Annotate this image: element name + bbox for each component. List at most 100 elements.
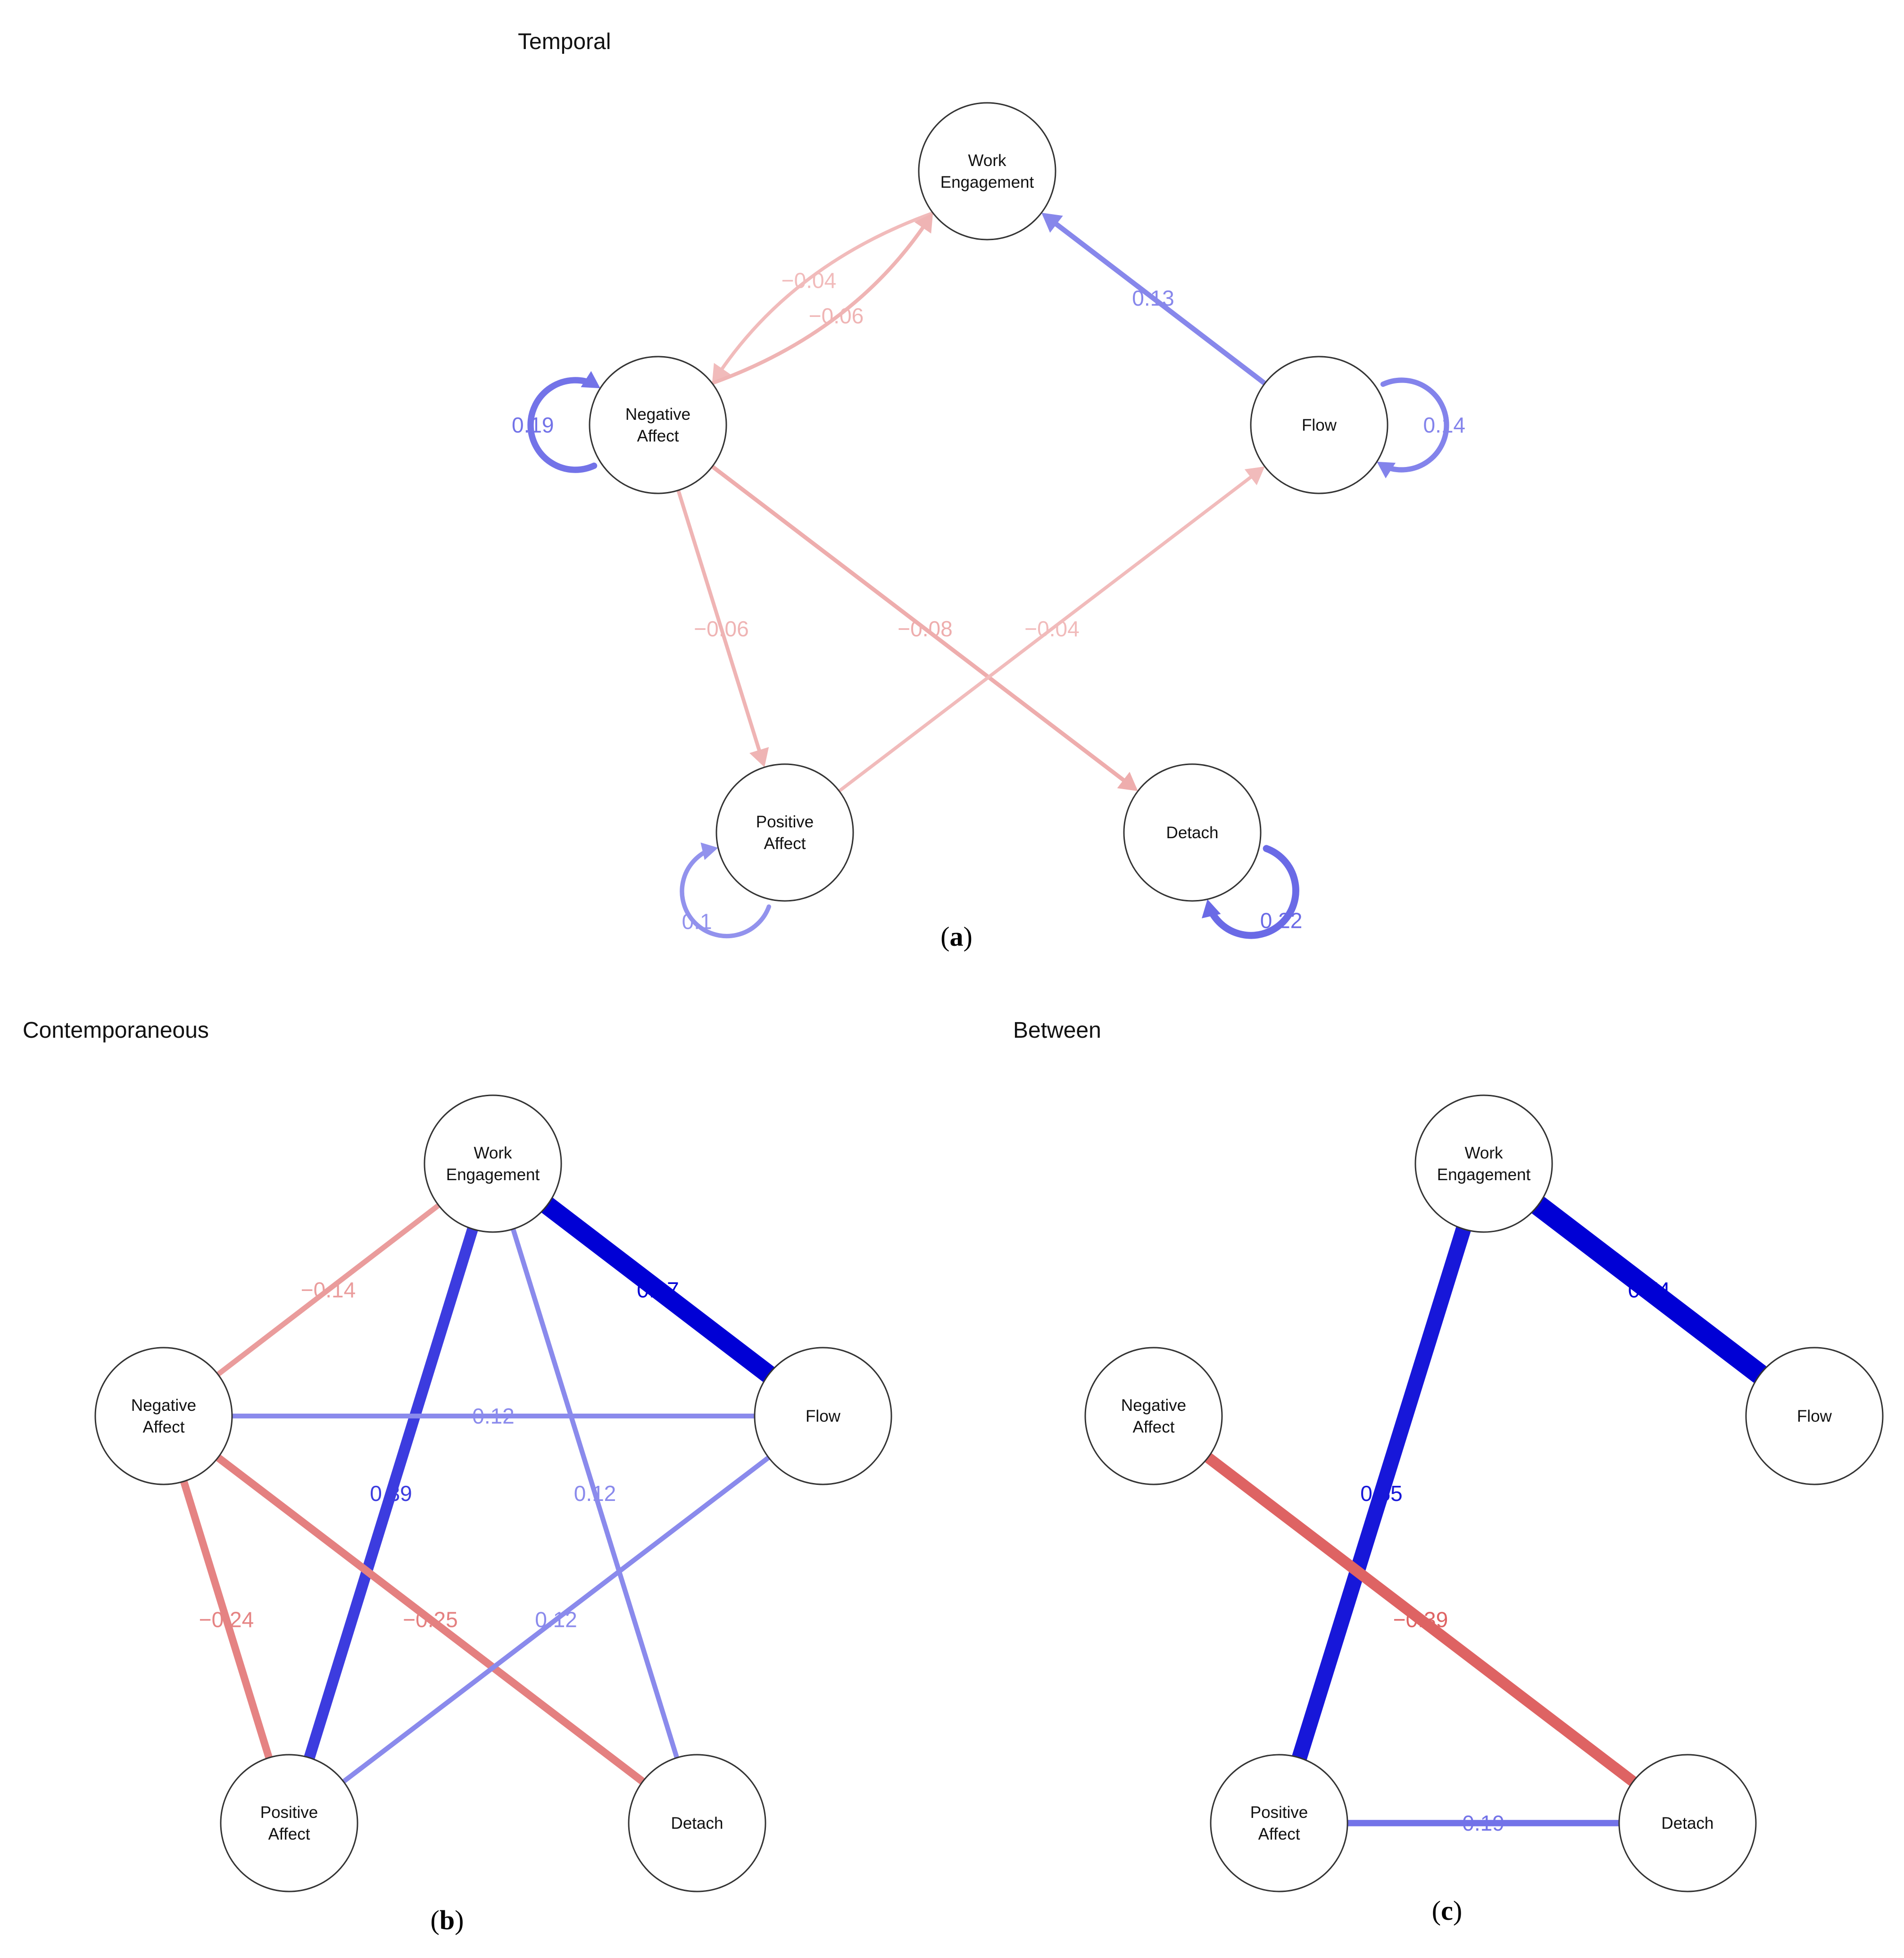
panel-c-title: Between <box>1013 1018 1101 1043</box>
edge-na-na-loop <box>527 377 598 473</box>
edge-fl-we-weight-label: 0.13 <box>1132 286 1174 310</box>
edge-we-pa-weight-label: 0.39 <box>370 1481 412 1506</box>
node-label-line: Affect <box>1258 1825 1300 1843</box>
edge-fl-fl-arrowhead <box>1377 461 1396 479</box>
node-detach: Detach <box>1123 763 1262 902</box>
edge-na-de <box>711 465 1128 784</box>
edge-fl-we-arrowhead <box>1041 213 1063 233</box>
edge-pa-pa-loop <box>680 847 771 939</box>
node-label-line: Detach <box>1662 1814 1714 1833</box>
edge-na-na-arrowhead <box>581 371 600 389</box>
edge-de-de-weight-label: 0.22 <box>1260 908 1303 933</box>
edge-na-pa-weight-label: −0.24 <box>199 1608 254 1632</box>
edge-na-na-weight-label: 0.19 <box>512 413 554 437</box>
edge-de-de-arrowhead <box>1202 899 1221 918</box>
edge-we-na-weight-label: −0.14 <box>301 1278 356 1302</box>
panel-b-title: Contemporaneous <box>23 1018 209 1043</box>
node-label: Flow <box>806 1407 841 1425</box>
node-circle <box>424 1094 562 1233</box>
node-label: Detach <box>1166 824 1219 842</box>
node-label-line: Work <box>474 1144 512 1162</box>
node-label-line: Work <box>1464 1144 1503 1162</box>
node-circle <box>1414 1094 1553 1233</box>
node-label-line: Affect <box>764 834 806 853</box>
node-label-line: Positive <box>756 813 814 831</box>
edge-fl-fl-weight-label: 0.14 <box>1423 413 1465 437</box>
edge-na-we-arrowhead <box>914 213 933 234</box>
node-circle <box>715 763 854 902</box>
edge-pa-pa-arrowhead <box>700 842 718 860</box>
edge-fl-pa-weight-label: 0.12 <box>535 1608 577 1632</box>
node-circle <box>589 356 727 494</box>
node-flow: Flow <box>754 1347 892 1485</box>
node-circle <box>1618 1754 1757 1892</box>
edge-pa-fl <box>838 474 1255 792</box>
node-circle <box>1250 356 1389 494</box>
node-flow: Flow <box>1250 356 1389 494</box>
node-flow: Flow <box>1745 1347 1884 1485</box>
edge-na-pa <box>676 490 762 754</box>
node-circle <box>1210 1754 1348 1892</box>
node-circle <box>1084 1347 1223 1485</box>
node-label-line: Engagement <box>940 173 1034 192</box>
node-label-line: Flow <box>1797 1407 1832 1425</box>
edge-pa-fl-weight-label: −0.04 <box>1024 617 1079 641</box>
edge-label-group: 0.740.55−0.390.19 <box>1360 1278 1670 1836</box>
node-circle <box>220 1754 358 1892</box>
node-label-line: Positive <box>260 1803 318 1822</box>
node-label-line: Detach <box>1166 824 1219 842</box>
edge-fl-pa <box>342 1455 770 1784</box>
edge-we-pa <box>304 1227 478 1759</box>
edge-na-de-weight-label: −0.39 <box>1393 1608 1448 1632</box>
edge-pa-de-weight-label: 0.19 <box>1462 1811 1505 1835</box>
edge-we-na <box>216 1203 441 1377</box>
edge-we-na-arrowhead <box>712 363 731 383</box>
node-detach: Detach <box>1618 1754 1757 1892</box>
node-label: Detach <box>671 1814 723 1833</box>
edge-na-we <box>711 224 926 385</box>
node-label-line: Work <box>968 151 1006 170</box>
edge-group <box>527 211 1449 939</box>
panel-a-title: Temporal <box>518 29 611 54</box>
edge-na-pa-arrowhead <box>749 747 769 767</box>
node-label-line: Affect <box>637 427 679 445</box>
node-circle <box>754 1347 892 1485</box>
node-label-line: Affect <box>268 1825 310 1843</box>
edge-we-fl <box>1531 1197 1767 1383</box>
edge-na-fl-weight-label: 0.12 <box>472 1404 515 1428</box>
edge-na-de <box>1205 1453 1637 1786</box>
node-label-line: Detach <box>671 1814 723 1833</box>
edge-pa-fl-arrowhead <box>1244 466 1265 485</box>
node-label: Flow <box>1797 1407 1832 1425</box>
edge-na-pa-weight-label: −0.06 <box>694 617 748 641</box>
node-detach: Detach <box>628 1754 766 1892</box>
edge-we-pa <box>1292 1226 1471 1760</box>
node-circle <box>1123 763 1262 902</box>
edge-na-pa <box>180 1480 273 1759</box>
edge-group <box>180 1198 774 1785</box>
node-label-line: Affect <box>143 1418 185 1436</box>
node-label-line: Engagement <box>1437 1166 1531 1184</box>
edge-we-fl <box>541 1198 774 1382</box>
edge-we-fl-weight-label: 0.67 <box>637 1278 679 1302</box>
